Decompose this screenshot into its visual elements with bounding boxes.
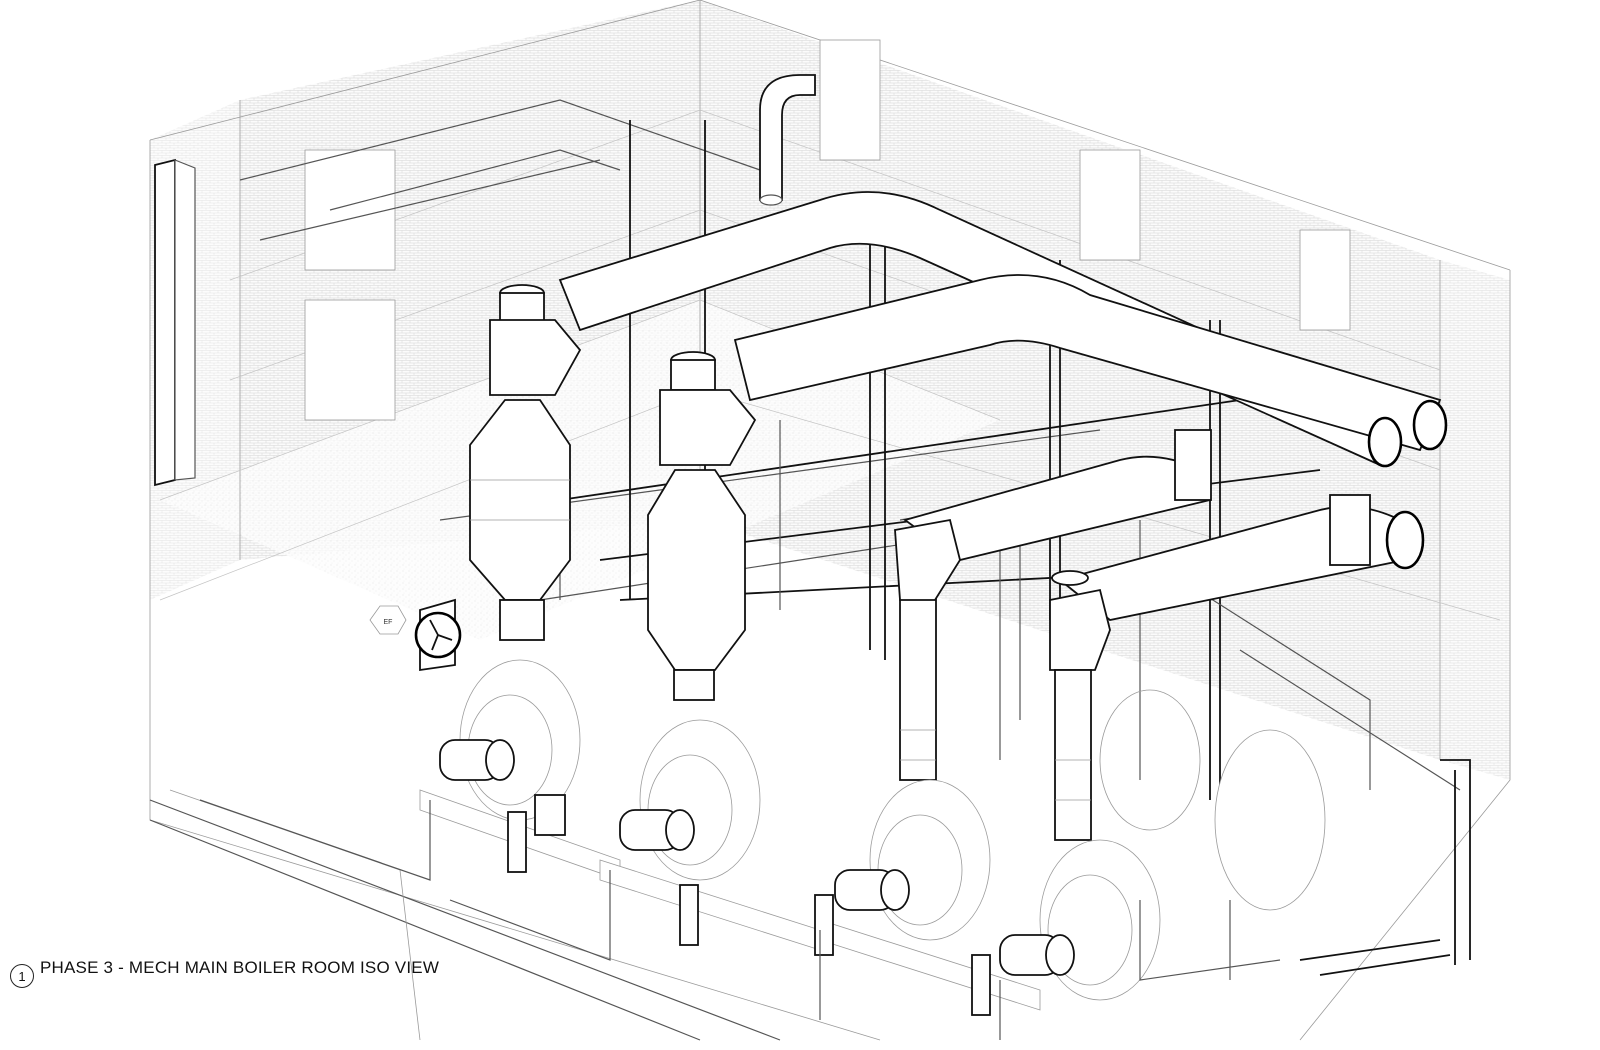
boiler-stacks xyxy=(469,284,1371,841)
boiler-4 xyxy=(999,839,1161,1001)
control-panel-2 xyxy=(534,794,566,836)
title-block: 1 PHASE 3 - MECH MAIN BOILER ROOM ISO VI… xyxy=(10,948,439,988)
control-panel-3 xyxy=(679,884,699,946)
right-wall xyxy=(1440,260,1510,780)
view-number: 1 xyxy=(18,968,26,984)
view-number-marker: 1 xyxy=(10,964,34,988)
duct-end-2 xyxy=(1412,399,1448,451)
window-1 xyxy=(304,149,396,271)
breeching-ducts xyxy=(558,74,1448,621)
exhaust-fan: EF xyxy=(369,598,462,672)
duct-end-3 xyxy=(1385,510,1425,570)
stack-4 xyxy=(1049,570,1111,841)
window-5 xyxy=(1299,229,1351,331)
boiler-5 xyxy=(1099,689,1326,911)
duct-end-1 xyxy=(1367,416,1403,468)
structural-column xyxy=(154,158,196,487)
boiler-3 xyxy=(819,779,1041,1011)
boilers xyxy=(419,659,1326,1016)
window-2 xyxy=(304,299,396,421)
view-title: PHASE 3 - MECH MAIN BOILER ROOM ISO VIEW xyxy=(40,958,440,977)
control-panel-1 xyxy=(507,811,527,873)
stack-1 xyxy=(469,284,582,641)
equipment-tag-hexagon xyxy=(369,605,407,635)
damper-1 xyxy=(1174,429,1212,501)
exhaust-fan-tag: EF xyxy=(384,619,393,626)
stack-2 xyxy=(647,351,757,701)
stack-3 xyxy=(894,518,961,781)
boiler-2 xyxy=(599,719,821,951)
control-panel-5 xyxy=(971,954,991,1016)
floor-piping xyxy=(199,759,1471,1040)
gooseneck-vent xyxy=(759,74,816,201)
damper-2 xyxy=(1329,494,1371,566)
control-panel-4 xyxy=(814,894,834,956)
window-4 xyxy=(1079,149,1141,261)
window-3 xyxy=(819,39,881,161)
